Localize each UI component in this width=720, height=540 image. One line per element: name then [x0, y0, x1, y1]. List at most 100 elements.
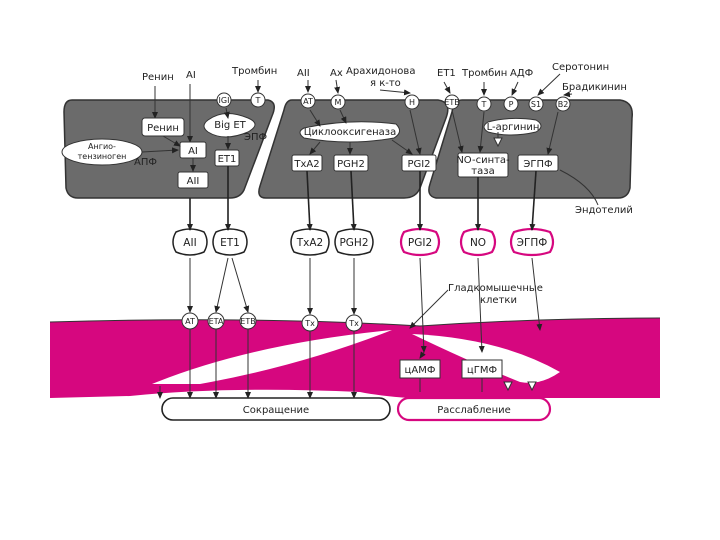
mediator-no-label: NO — [470, 237, 486, 249]
receptor-m-label: M — [335, 98, 342, 107]
cgmp-label: цГМФ — [467, 365, 498, 376]
relaxation-capsule — [396, 396, 552, 422]
muscle-top-edge — [49, 317, 661, 327]
relax-arrowhead-1 — [503, 381, 513, 392]
contraction-lines — [157, 329, 357, 399]
l-arginine-label: L-аргинин — [487, 122, 540, 133]
ai-label: AI — [186, 70, 196, 81]
mediator-txa2 — [290, 228, 330, 256]
cell-1-contents: Ренин Ангио- тензиноген AI АПФ AII Big E… — [61, 107, 268, 189]
adp-label: АДФ — [510, 68, 534, 79]
top-labels: Ренин AI Тромбин AII Aх Арахидонова я к-… — [142, 62, 633, 306]
cell-2-contents: Циклооксигеназа TxA2 PGH2 PGI2 — [291, 109, 437, 172]
angiotensinogen-label-1: Ангио- — [88, 142, 116, 151]
edhf-box — [517, 154, 559, 172]
receptor-p-label: P — [509, 100, 514, 109]
aii-box-label: AII — [187, 176, 200, 187]
camp-label: цАМФ — [405, 365, 436, 376]
relaxation-label: Расслабление — [437, 405, 511, 416]
cyclooxygenase-label: Циклооксигеназа — [304, 127, 397, 138]
ai-box-label: AI — [188, 146, 198, 157]
thrombin-label-2: Тромбин — [461, 68, 507, 79]
l-arginine-box — [483, 117, 542, 136]
muscle-gap-left — [152, 330, 392, 384]
receptor-etb-muscle-label: ETB — [240, 317, 255, 326]
mediator-edhf — [509, 227, 555, 257]
pgi2-box — [401, 154, 437, 172]
no-synthase-box — [457, 152, 509, 178]
aii-box — [177, 171, 209, 189]
cell-3-contents: L-аргинин NO-синта- таза ЭГПФ — [451, 109, 599, 206]
mediator-et1-label: ET1 — [220, 237, 240, 249]
receptor-etb-top-label: ETB — [444, 98, 459, 107]
outcomes: Сокращение Расслабление — [161, 396, 552, 422]
receptor-tx-2-label: Tx — [348, 319, 359, 328]
receptor-igi — [216, 92, 232, 108]
mediator-aii — [172, 228, 208, 256]
receptor-etb-top — [444, 94, 460, 110]
smooth-muscle-label-2: клетки — [480, 295, 517, 306]
contraction-label: Сокращение — [243, 405, 309, 416]
bradykinin-label: Брадикинин — [562, 82, 627, 93]
aii-label: AII — [297, 68, 310, 79]
cyclooxygenase-box — [299, 121, 400, 143]
endothelium-layer — [63, 99, 633, 199]
muscle-gap-right — [412, 334, 560, 383]
endothelium-label: Эндотелий — [575, 205, 633, 216]
mediator-pgi2-label: PGI2 — [408, 237, 432, 249]
endothelial-cell-3 — [428, 99, 633, 199]
receptor-b2-label: B2 — [558, 100, 569, 109]
ax-label: Aх — [330, 68, 343, 79]
renin-label: Ренин — [142, 72, 174, 83]
big-et-label: Big ET — [214, 120, 246, 131]
arachidonic-label-2: я к-то — [370, 78, 401, 89]
receptor-m — [330, 94, 346, 110]
smooth-muscle-label-1: Гладкомышечные — [448, 283, 543, 294]
angiotensinogen-label-2: тензиноген — [78, 152, 127, 161]
receptor-at-muscle-label: AT — [185, 317, 195, 326]
receptor-h-label: H — [409, 98, 415, 107]
mediator-no — [459, 227, 497, 257]
receptor-at-top — [300, 93, 316, 109]
top-receptors: IGI T AT M H ETB T P S1 B2 — [216, 92, 571, 112]
serotonin-label: Серотонин — [552, 62, 609, 73]
apf-label: АПФ — [134, 157, 157, 168]
thrombin-label-1: Тромбин — [231, 66, 277, 77]
no-synthase-label-1: NO-синта- — [456, 155, 510, 166]
mediator-et1 — [212, 228, 248, 256]
et1-box-label: ET1 — [218, 154, 237, 165]
mediator-pgi2 — [399, 227, 441, 257]
pgh2-box-label: PGH2 — [337, 159, 365, 170]
contraction-capsule — [161, 397, 391, 421]
epf-label: ЭПФ — [244, 132, 268, 143]
muscle-receptors: AT ETA ETB Tx Tx — [181, 312, 363, 332]
receptor-tx-1-label: Tx — [304, 319, 315, 328]
no-synthase-label-2: таза — [471, 166, 494, 177]
receptor-b2 — [555, 96, 571, 112]
txa2-box-label: TxA2 — [293, 159, 319, 170]
mediator-txa2-label: TxA2 — [296, 237, 324, 249]
endothelial-cell-2 — [258, 99, 449, 199]
smooth-muscle-layer — [49, 317, 661, 398]
receptor-t-2-label: T — [481, 100, 487, 109]
receptor-at-top-label: AT — [303, 97, 313, 106]
muscle-arrows — [187, 257, 543, 353]
receptor-s1 — [528, 96, 544, 112]
et1-label: ET1 — [437, 68, 456, 79]
receptor-h — [404, 94, 420, 110]
relax-arrowhead-2 — [527, 381, 537, 392]
mediator-aii-label: AII — [183, 237, 196, 249]
top-arrows — [152, 73, 573, 143]
big-et-box — [203, 113, 256, 138]
et1-box — [214, 149, 240, 167]
arachidonic-label-1: Арахидонова — [346, 66, 415, 77]
mediator-pgh2 — [334, 228, 374, 256]
mediators: AII ET1 TxA2 PGH2 PGI2 NO ЭГПФ — [172, 227, 555, 257]
mediator-pgh2-label: PGH2 — [339, 237, 368, 249]
mediator-edhf-label: ЭГПФ — [517, 237, 548, 249]
receptor-t-1 — [250, 92, 266, 108]
receptor-eta-label: ETA — [209, 317, 224, 326]
receptor-p — [503, 96, 519, 112]
receptor-s1-label: S1 — [531, 100, 541, 109]
